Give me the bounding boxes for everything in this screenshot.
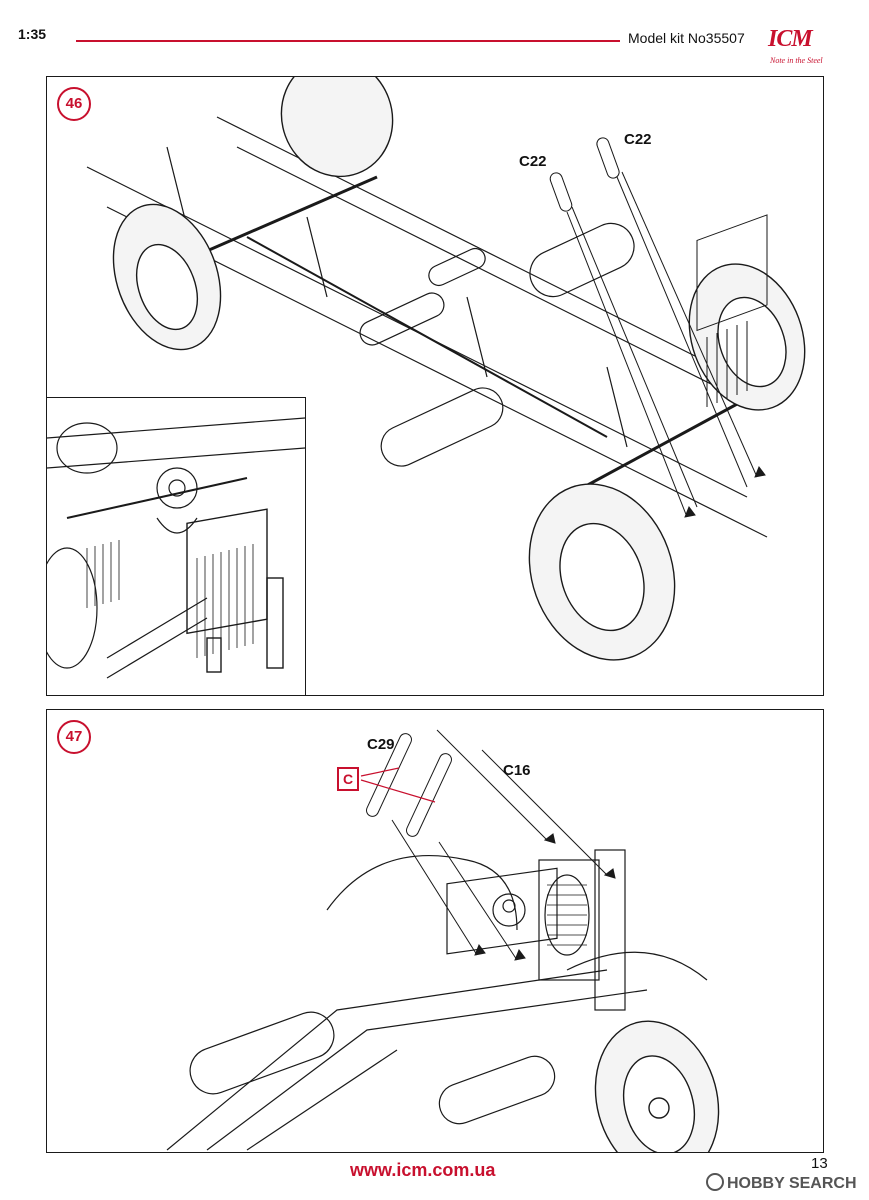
logo-tagline: Note in the Steel — [770, 56, 823, 65]
inset-drawing — [47, 417, 305, 679]
footer-url[interactable]: www.icm.com.ua — [350, 1160, 496, 1180]
part-label-c22: C22 — [624, 131, 652, 148]
detail-inset — [47, 397, 306, 695]
watermark-text: HOBBY SEARCH — [727, 1175, 857, 1192]
header-rule — [76, 40, 620, 42]
sprue-c-box: C — [337, 767, 359, 791]
part-label-c22: C22 — [519, 153, 547, 170]
step-46-drawing — [86, 77, 806, 661]
watermark: HOBBY SEARCH — [706, 1173, 857, 1193]
step-47-drawing — [166, 729, 720, 1152]
scale-label: 1:35 — [18, 26, 47, 42]
step-47-panel: 47 C29 C16 C — [46, 709, 824, 1153]
step-46-panel: 46 C22 C22 — [46, 76, 824, 696]
icm-logo: ICM Note in the Steel — [762, 26, 842, 74]
part-label-c16: C16 — [503, 762, 531, 779]
watermark-icon — [706, 1173, 724, 1191]
page-number: 13 — [811, 1155, 828, 1172]
step-number: 47 — [57, 720, 91, 754]
part-label-c29: C29 — [367, 736, 395, 753]
step-number: 46 — [57, 87, 91, 121]
logo-text: ICM — [768, 26, 813, 52]
kit-number: Model kit No35507 — [628, 30, 745, 46]
